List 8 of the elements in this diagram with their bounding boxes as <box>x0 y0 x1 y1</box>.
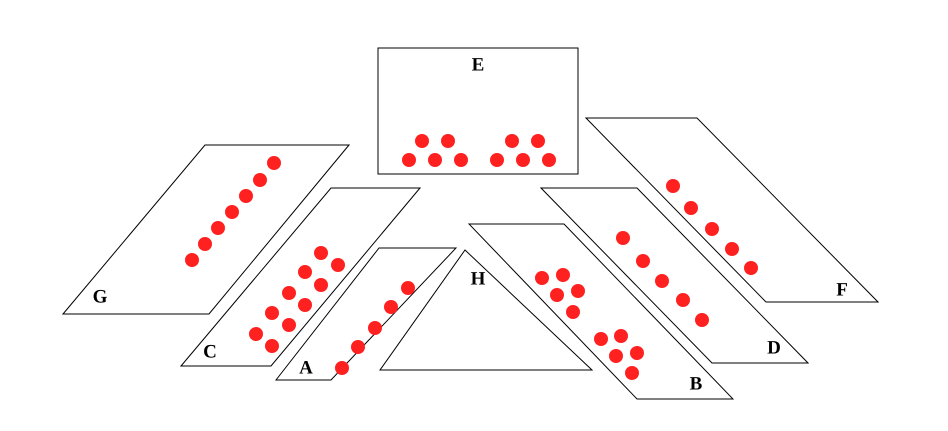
panel-letter: H <box>470 270 486 288</box>
panel-letter: F <box>836 280 848 300</box>
panel-letter: G <box>92 288 108 306</box>
panel-letter: C <box>203 342 217 362</box>
panel-letter: A <box>299 358 313 378</box>
panel-letter: E <box>472 56 484 74</box>
panel-letter: B <box>690 374 702 394</box>
panel-letter: D <box>767 338 781 358</box>
